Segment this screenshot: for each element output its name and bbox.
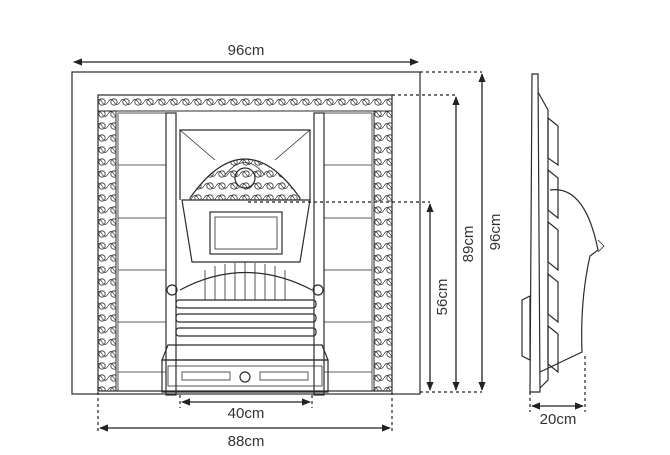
left-tile-panel [117, 112, 167, 392]
label-grate-height: 56cm [434, 279, 451, 316]
dimension-total-height: 96cm [478, 73, 504, 391]
dimension-grate-width: 40cm [181, 398, 311, 422]
left-ornament-column [97, 110, 117, 392]
label-top-width: 96cm [228, 42, 265, 59]
top-ornament-band [97, 94, 393, 112]
label-inner-height: 89cm [460, 226, 477, 263]
ashpan-base [161, 344, 329, 393]
right-ornament-column [373, 110, 393, 392]
dimension-inner-height: 89cm [452, 96, 477, 391]
outer-plate [71, 71, 421, 395]
front-view [71, 71, 482, 432]
fire-hood [181, 199, 311, 263]
dimension-depth: 20cm [531, 402, 584, 428]
decorative-arch [179, 129, 311, 201]
dimension-top-width: 96cm [73, 42, 419, 66]
right-pillar [313, 112, 325, 396]
grate [166, 262, 324, 337]
right-tile-panel [323, 112, 373, 392]
label-depth: 20cm [540, 411, 577, 428]
label-total-height: 96cm [487, 214, 504, 251]
left-pillar [165, 112, 177, 396]
label-base-width: 88cm [228, 433, 265, 450]
side-view [521, 73, 605, 412]
dimension-base-width: 88cm [99, 424, 391, 450]
inner-frame [97, 94, 393, 392]
dimension-grate-height: 56cm [426, 203, 451, 391]
label-grate-width: 40cm [228, 405, 265, 422]
